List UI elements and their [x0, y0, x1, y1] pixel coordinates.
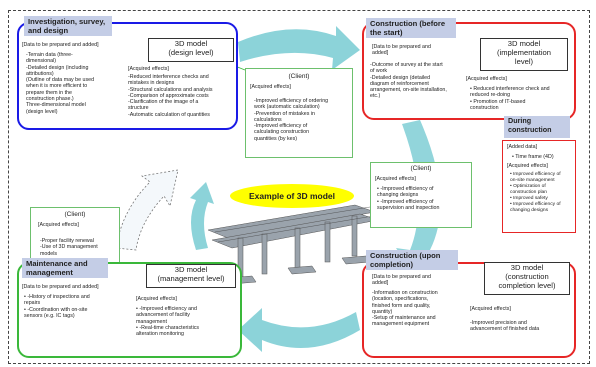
arrow-design-to-construction: [238, 26, 360, 70]
client-left-text: -Proper facility renewal -Use of 3D mana…: [40, 238, 98, 257]
center-label: Example of 3D model: [249, 191, 335, 201]
panel-design-data-heading: [Data to be prepared and added]: [22, 42, 99, 48]
panel-design-title: Investigation, survey, and design: [24, 16, 112, 36]
during-added-heading: [Added data]: [507, 144, 538, 150]
client-top-title: (Client): [288, 73, 310, 80]
panel-construction-completion-data-heading: [Data to be prepared and added]: [372, 274, 431, 287]
panel-construction-completion-data-text: -Information on construction (location, …: [372, 290, 438, 328]
panel-construction-before-effects-text: • Reduced interference check and reduced…: [470, 86, 550, 111]
arrow-maintenance-client: [190, 182, 214, 250]
arrow-maintenance-to-design: [115, 169, 179, 251]
panel-construction-completion-effects-heading: [Acquired effects]: [470, 306, 511, 312]
panel-construction-completion-model: 3D model (construction completion level): [484, 262, 570, 295]
panel-maintenance-data-text: • -History of inspections and repairs • …: [24, 294, 90, 319]
client-right-heading: [Acquired effects]: [375, 176, 416, 182]
panel-construction-completion-effects-text: -Improved precision and advancement of f…: [470, 320, 540, 333]
panel-maintenance-effects-text: • -Improved efficiency and advancement o…: [136, 306, 200, 338]
during-effects-text: • Improved efficiency of on-site managem…: [510, 172, 561, 213]
during-construction-box: [502, 140, 576, 233]
panel-design-effects-text: -Reduced interference checks and mistake…: [128, 74, 213, 118]
panel-construction-before-data-heading: [Data to be prepared and added]: [372, 44, 431, 57]
panel-maintenance-data-heading: [Data to be prepared and added]: [22, 284, 99, 290]
client-left-title: (Client): [64, 211, 86, 218]
panel-construction-before-effects-heading: [Acquired effects]: [466, 76, 507, 82]
client-top-text: -Improved efficiency of ordering work (a…: [254, 98, 329, 142]
panel-construction-before-model: 3D model (implementation level): [480, 38, 568, 71]
client-box-top: [245, 68, 353, 158]
panel-maintenance-model: 3D model (management level): [146, 264, 236, 288]
during-construction-title: During construction: [504, 116, 570, 138]
arrow-completion-to-maintenance: [238, 308, 360, 352]
client-right-text: • -Improved efficiency of changing desig…: [377, 186, 440, 211]
panel-design-effects-heading: [Acquired effects]: [128, 66, 169, 72]
panel-maintenance-title: Maintenance and management: [22, 258, 108, 278]
during-added-text: • Time frame (4D): [512, 154, 554, 160]
during-effects-heading: [Acquired effects]: [507, 163, 548, 169]
client-top-heading: [Acquired effects]: [250, 84, 291, 90]
client-box-right: [370, 162, 472, 228]
panel-design-model: 3D model (design level): [148, 38, 234, 62]
client-box-left: [30, 207, 120, 263]
panel-construction-before-title: Construction (before the start): [366, 18, 456, 38]
panel-maintenance-effects-heading: [Acquired effects]: [136, 296, 177, 302]
panel-construction-completion-title: Construction (upon completion): [366, 250, 458, 270]
panel-design-data-text: -Terrain data (three- dimensional) -Deta…: [26, 52, 95, 115]
client-right-title: (Client): [410, 165, 432, 172]
client-left-heading: [Acquired effects]: [38, 222, 79, 228]
panel-construction-before-data-text: -Outcome of survey at the start of work …: [370, 62, 447, 100]
outer-dashed-frame: [8, 10, 590, 364]
